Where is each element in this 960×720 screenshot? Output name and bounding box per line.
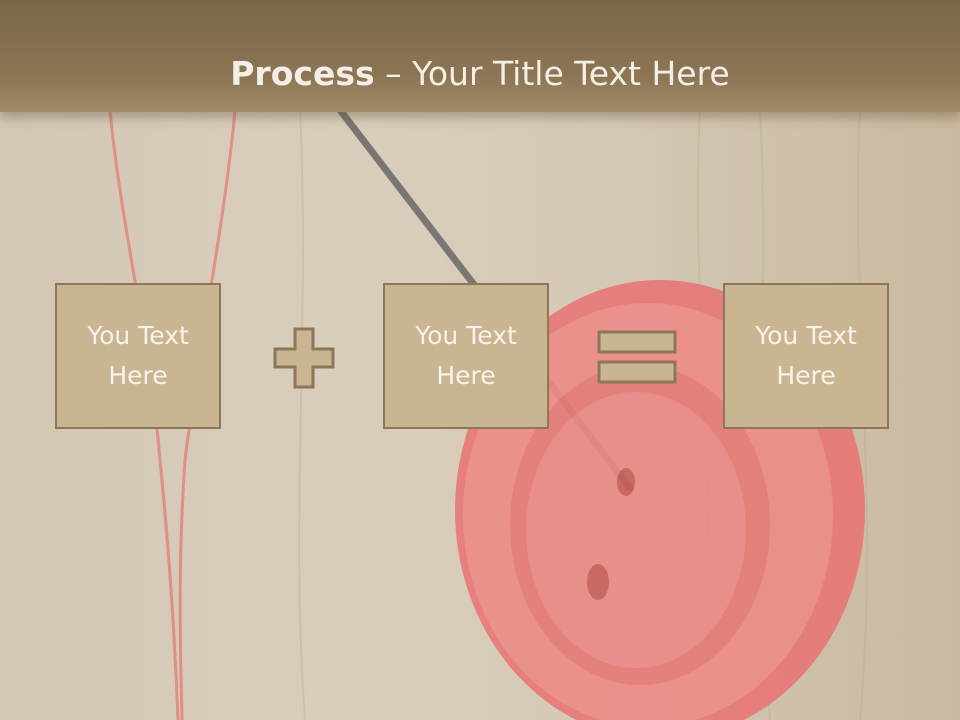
text-box-3-label: You Text Here (755, 321, 857, 390)
title-bold: Process (230, 54, 375, 93)
text-box-1[interactable]: You Text Here (55, 283, 221, 429)
title-rest: – Your Title Text Here (374, 54, 730, 93)
text-box-2[interactable]: You Text Here (383, 283, 549, 429)
equals-icon (597, 330, 677, 384)
title-bar (0, 0, 960, 112)
text-box-3[interactable]: You Text Here (723, 283, 889, 429)
text-box-1-label: You Text Here (87, 321, 189, 390)
slide-title: Process – Your Title Text Here (0, 52, 960, 96)
text-box-2-label: You Text Here (415, 321, 517, 390)
plus-icon (273, 327, 335, 389)
